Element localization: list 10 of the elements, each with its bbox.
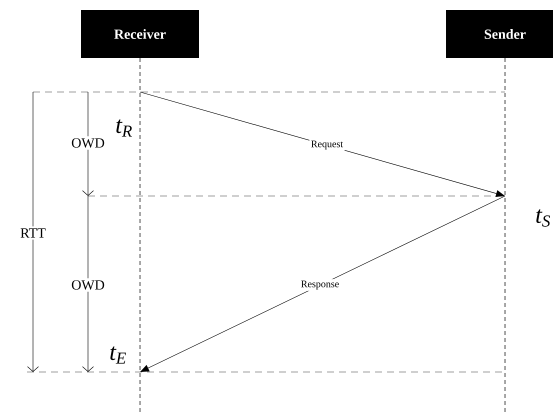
dimension-label: RTT (18, 226, 48, 240)
time-label: t$_{S}$ (536, 209, 550, 227)
edge-label: Response (299, 279, 341, 291)
dimension-label: OWD (69, 278, 107, 292)
message-arrow (140, 196, 506, 372)
edge-label: Request (309, 139, 345, 151)
time-label: t$_{E}$ (110, 346, 126, 364)
message-arrow (140, 92, 505, 197)
time-label: t$_{R}$ (116, 119, 132, 137)
dimension-label: OWD (69, 136, 107, 150)
